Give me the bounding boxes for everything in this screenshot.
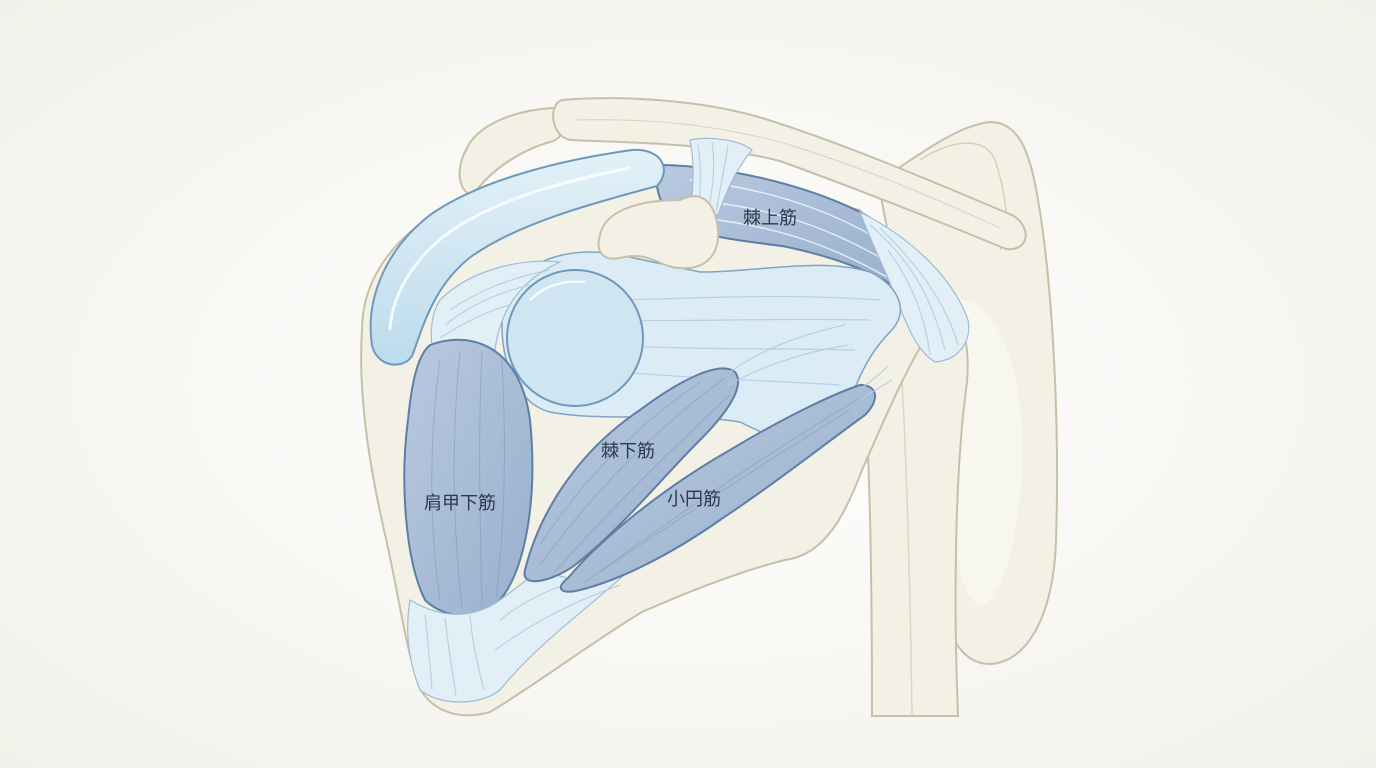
lower-tendon-fibers	[424, 574, 621, 697]
subscapularis-fibers	[431, 349, 505, 609]
infraspinatus-fibers	[539, 377, 731, 573]
upper-tendon-fibers	[439, 269, 551, 339]
humeral-head-highlight	[529, 280, 586, 301]
label-subscapularis: 肩甲下筋	[424, 493, 496, 514]
label-supraspinatus: 棘上筋	[743, 208, 797, 229]
coracoid-process	[597, 195, 720, 270]
infraspinatus-muscle	[523, 367, 740, 583]
acromion-highlight	[388, 166, 631, 331]
humerus-shaft-contour	[899, 339, 913, 717]
label-teres-minor: 小円筋	[667, 489, 721, 510]
capsule-fibers	[599, 295, 881, 386]
clavicle	[552, 97, 1027, 251]
teres-minor-fibers	[584, 397, 861, 583]
acromion-bursa	[369, 148, 665, 366]
teres-minor-tendon	[859, 365, 893, 401]
supraspinatus-tendon-fibers	[869, 224, 959, 356]
coracoclavicular-ligament	[689, 137, 753, 216]
clavicle-end-cap	[458, 106, 566, 198]
upper-tendon-sheath	[430, 260, 563, 351]
subscapularis-muscle	[403, 338, 534, 616]
clavicle-contour	[574, 119, 1001, 229]
humeral-head	[506, 269, 644, 407]
supraspinatus-tendon	[858, 210, 970, 363]
infraspinatus-tendon	[727, 324, 849, 386]
label-infraspinatus: 棘下筋	[601, 441, 655, 462]
